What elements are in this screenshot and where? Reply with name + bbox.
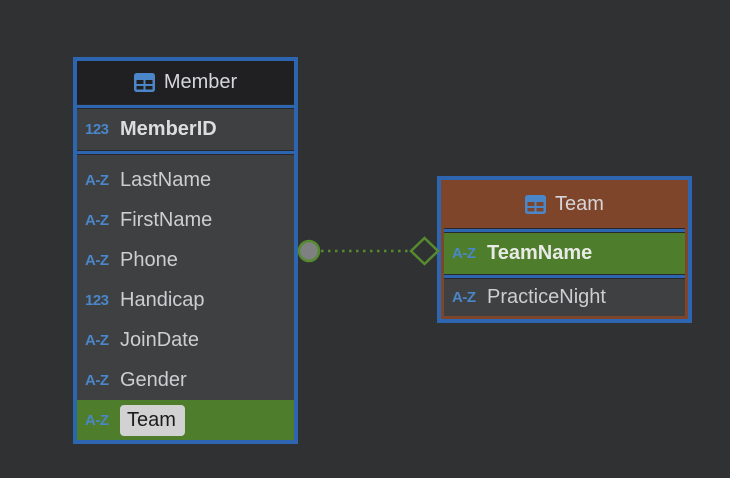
- column-label: Phone: [120, 248, 178, 271]
- column-label: TeamName: [487, 242, 593, 264]
- column-label: Handicap: [120, 288, 205, 311]
- text-type-icon: A-Z: [85, 171, 109, 189]
- text-type-icon: A-Z: [85, 211, 109, 229]
- column-label: LastName: [120, 168, 212, 191]
- header-separator: [444, 228, 685, 233]
- column-label: PracticeNight: [487, 286, 606, 308]
- team-table-header[interactable]: Team: [444, 180, 685, 228]
- column-label: Gender: [120, 368, 187, 391]
- column-name-edit-box[interactable]: Team: [120, 404, 185, 436]
- number-type-icon: 123: [85, 291, 109, 309]
- column-row-firstname[interactable]: A-Z FirstName: [77, 200, 294, 240]
- column-row-handicap[interactable]: 123 Handicap: [77, 280, 294, 320]
- column-row-lastname[interactable]: A-Z LastName: [77, 160, 294, 200]
- diamond-endpoint[interactable]: [409, 236, 440, 266]
- table-icon: [525, 194, 547, 214]
- text-type-icon: A-Z: [85, 331, 109, 349]
- table-node-team[interactable]: Team A-Z TeamName A-Z PracticeNight: [437, 176, 692, 323]
- column-label: FirstName: [120, 208, 213, 231]
- column-label: JoinDate: [120, 328, 199, 351]
- text-type-icon: A-Z: [85, 371, 109, 389]
- text-type-icon: A-Z: [452, 289, 476, 306]
- column-label: MemberID: [120, 118, 217, 140]
- member-table-header[interactable]: Member: [77, 61, 294, 104]
- column-row-gender[interactable]: A-Z Gender: [77, 360, 294, 400]
- column-row-phone[interactable]: A-Z Phone: [77, 240, 294, 280]
- rows-top-padding: [77, 155, 294, 160]
- table-title: Team: [555, 192, 604, 215]
- key-separator: [77, 150, 294, 155]
- circle-endpoint[interactable]: [297, 239, 321, 263]
- table-icon: [133, 73, 155, 92]
- text-type-icon: A-Z: [85, 251, 109, 269]
- column-row-team-highlighted[interactable]: A-Z Team: [77, 400, 294, 440]
- header-separator: [77, 104, 294, 109]
- number-type-icon: 123: [85, 121, 109, 138]
- column-row-teamname[interactable]: A-Z TeamName: [444, 233, 685, 274]
- column-row-practicenight[interactable]: A-Z PracticeNight: [444, 279, 685, 316]
- key-separator: [444, 274, 685, 279]
- text-type-icon: A-Z: [85, 411, 109, 429]
- table-node-member[interactable]: Member 123 MemberID A-Z LastName A-Z Fir…: [73, 57, 298, 444]
- table-title: Member: [163, 71, 238, 93]
- column-row-joindate[interactable]: A-Z JoinDate: [77, 320, 294, 360]
- column-row-memberid[interactable]: 123 MemberID: [77, 109, 294, 150]
- text-type-icon: A-Z: [452, 245, 476, 262]
